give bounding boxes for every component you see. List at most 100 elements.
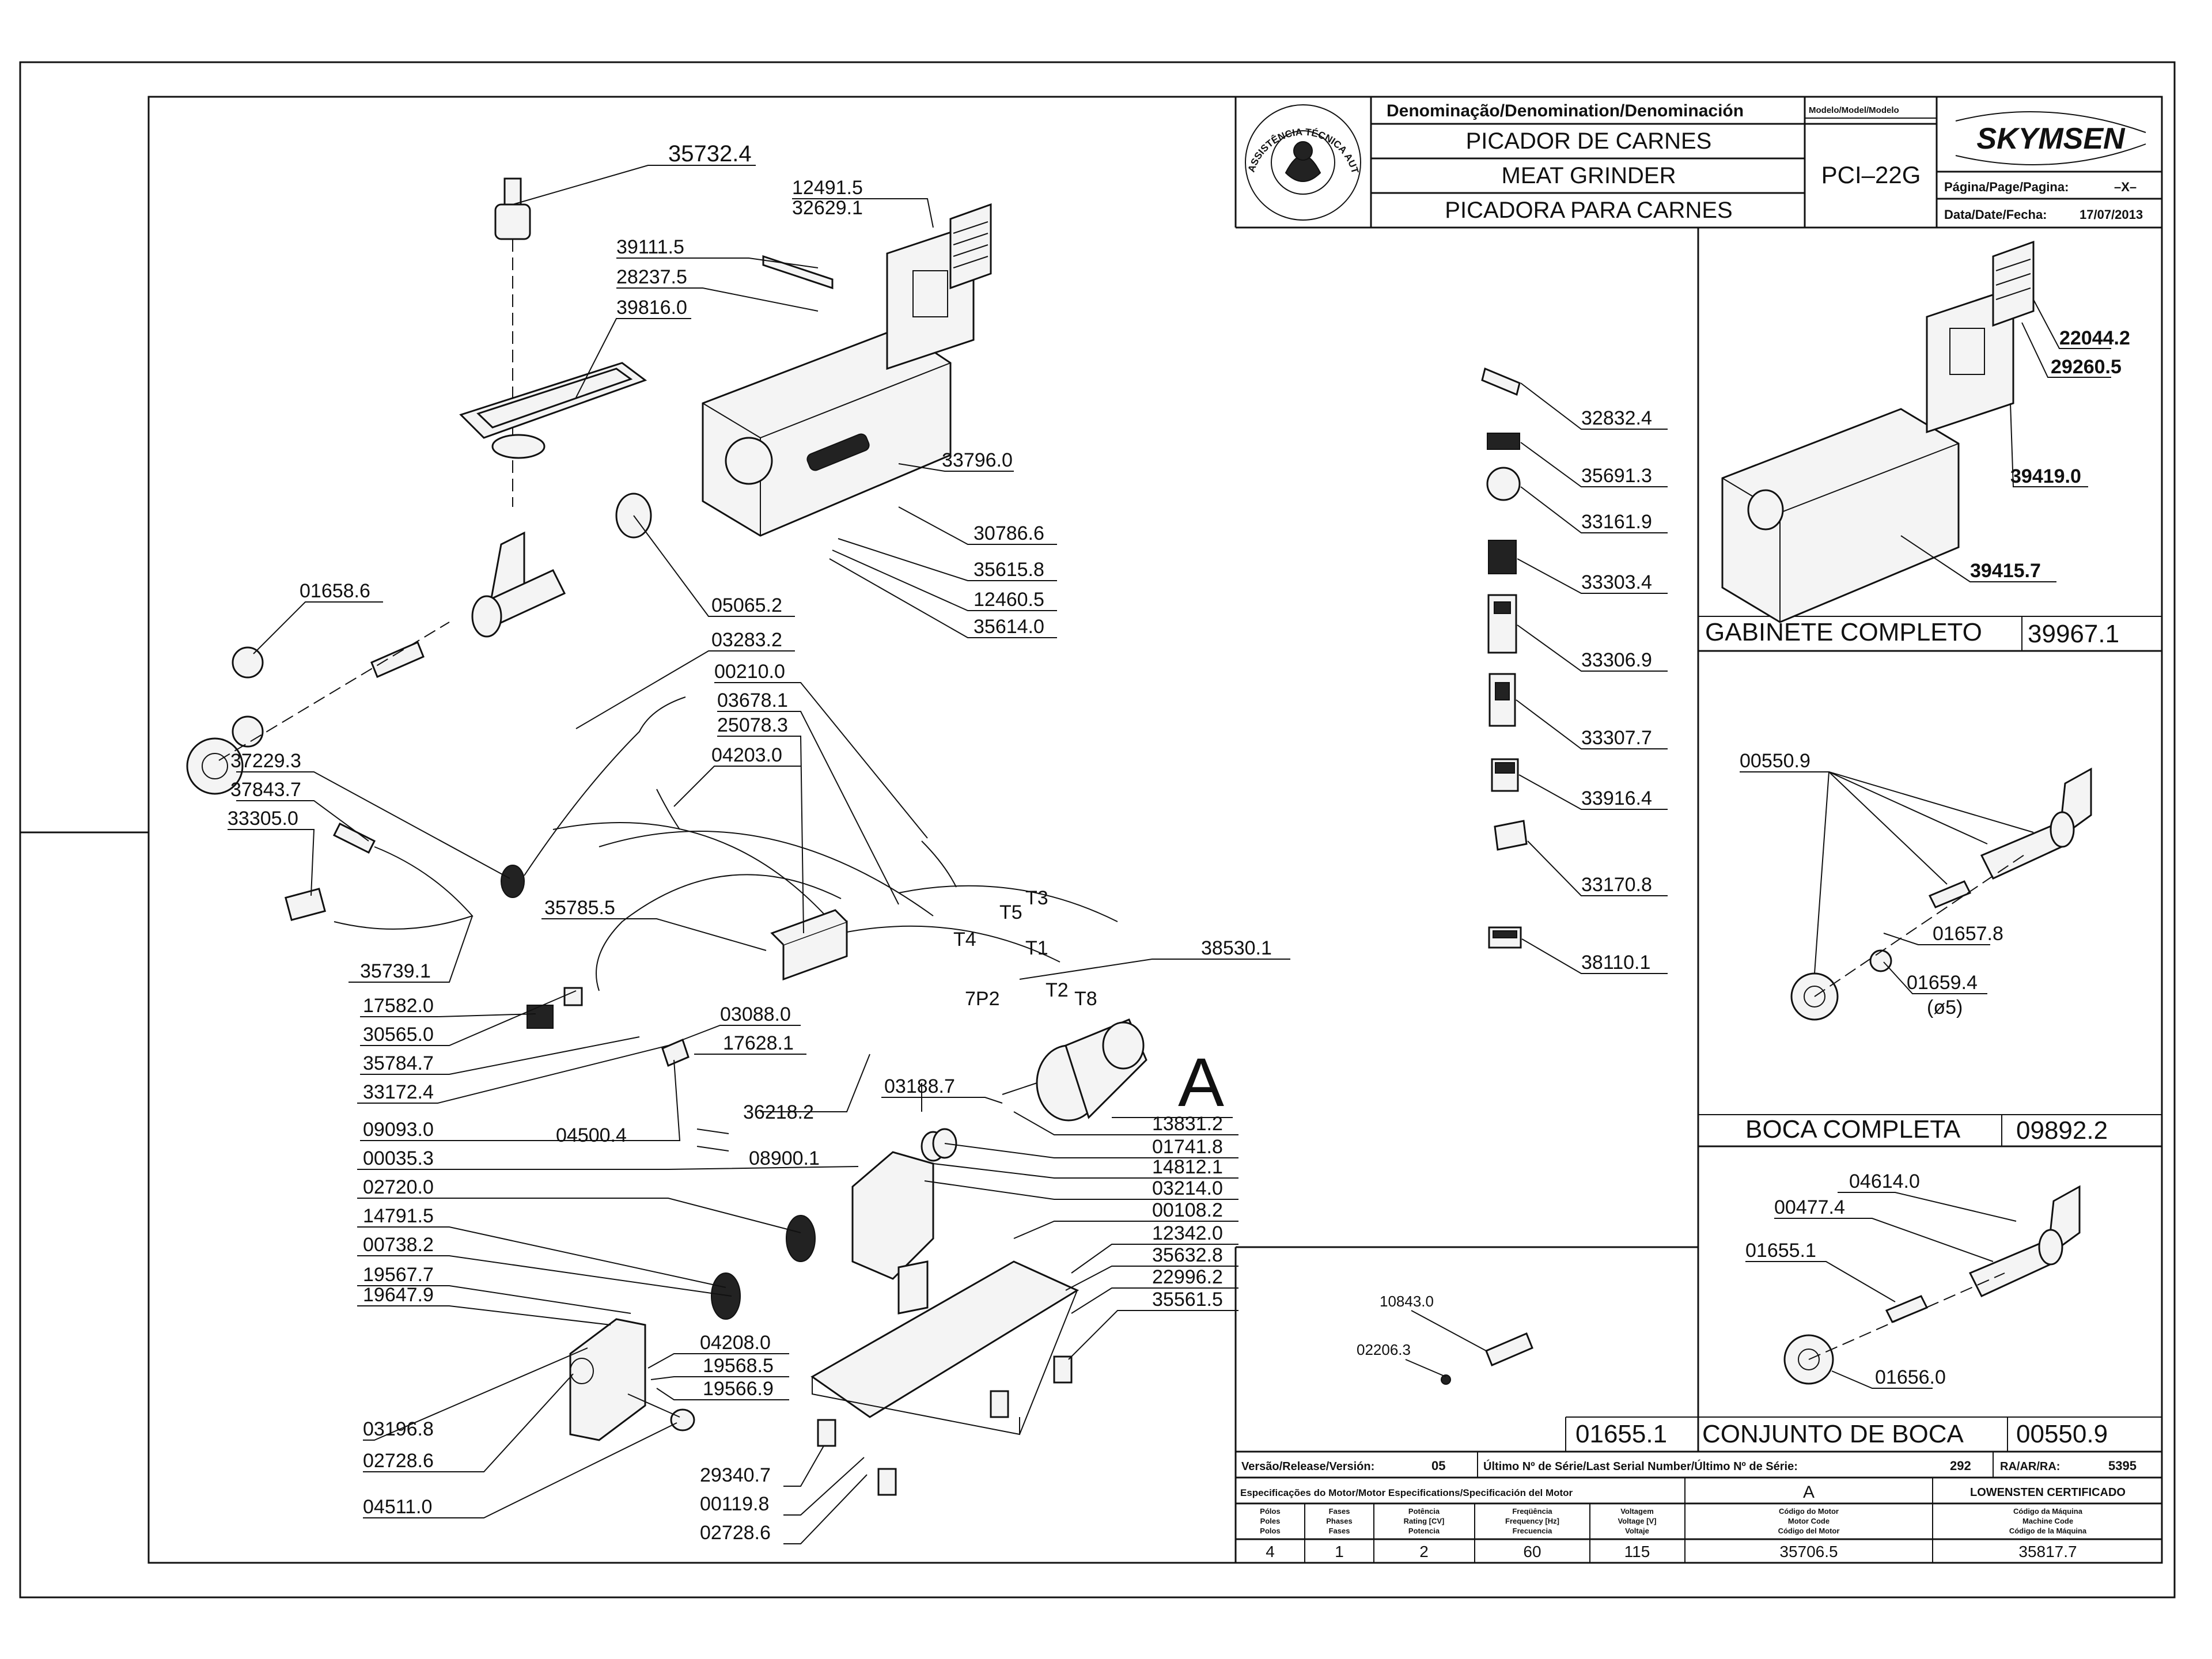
svg-text:02720.0: 02720.0	[363, 1176, 434, 1198]
plug-part	[332, 822, 376, 854]
title-block: ASSISTÊNCIA TÉCNICA AUTORIZADA Denominaç…	[0, 0, 2162, 229]
end-plate-part	[569, 1318, 646, 1441]
svg-text:39816.0: 39816.0	[616, 297, 687, 319]
svg-text:17582.0: 17582.0	[363, 995, 434, 1017]
svg-text:00035.3: 00035.3	[363, 1147, 434, 1169]
boca-title: BOCA COMPLETA	[1745, 1115, 1961, 1143]
motor-spec-title: Especificações do Motor/Motor Especifica…	[1240, 1487, 1573, 1498]
svg-text:Freqüência: Freqüência	[1512, 1507, 1552, 1516]
name-spanish: PICADORA PARA CARNES	[1445, 198, 1732, 223]
svg-text:35784.7: 35784.7	[363, 1052, 434, 1074]
svg-text:03214.0: 03214.0	[1152, 1177, 1223, 1199]
motor-spec-headers: Pólos Poles Polos Fases Phases Fases Pot…	[1260, 1507, 2087, 1535]
outer-frame	[19, 61, 2176, 1599]
svg-text:T1: T1	[1025, 937, 1048, 959]
svg-text:14791.5: 14791.5	[363, 1205, 434, 1227]
conjunto-de-boca-panel: 04614.0 00477.4 01655.1 01656.0 01655.1 …	[1575, 1171, 2108, 1448]
svg-text:32832.4: 32832.4	[1581, 407, 1652, 429]
boca-code: 09892.2	[2016, 1116, 2108, 1145]
name-portuguese: PICADOR DE CARNES	[1466, 128, 1712, 154]
svg-text:38110.1: 38110.1	[1581, 952, 1650, 974]
svg-text:35706.5: 35706.5	[1779, 1543, 1838, 1560]
vent-part	[949, 203, 992, 290]
svg-text:19566.9: 19566.9	[703, 1378, 774, 1400]
svg-text:02728.6: 02728.6	[700, 1522, 771, 1544]
svg-text:03196.8: 03196.8	[363, 1418, 434, 1440]
svg-text:00119.8: 00119.8	[700, 1493, 769, 1515]
skymsen-logo: SKYMSEN	[1955, 111, 2146, 165]
svg-text:39415.7: 39415.7	[1970, 560, 2041, 582]
page-label: Página/Page/Pagina:	[1944, 180, 2069, 194]
svg-text:00108.2: 00108.2	[1152, 1199, 1223, 1221]
svg-text:19647.9: 19647.9	[363, 1284, 434, 1306]
svg-text:04511.0: 04511.0	[363, 1496, 432, 1518]
svg-text:19567.7: 19567.7	[363, 1264, 434, 1286]
svg-text:Código de la Máquina: Código de la Máquina	[2009, 1527, 2087, 1535]
svg-text:35615.8: 35615.8	[974, 559, 1044, 581]
gabinete-code: 39967.1	[2028, 620, 2119, 648]
svg-text:33307.7: 33307.7	[1581, 727, 1652, 749]
motor-spec-table: Versão/Release/Versión: 05 Último Nº de …	[1236, 1450, 2162, 1563]
svg-text:33172.4: 33172.4	[363, 1081, 434, 1103]
svg-text:35817.7: 35817.7	[2018, 1543, 2077, 1560]
svg-text:Motor Code: Motor Code	[1788, 1517, 1830, 1525]
base-plate-part	[810, 1260, 1080, 1418]
foot-part	[1053, 1355, 1073, 1384]
svg-text:19568.5: 19568.5	[703, 1355, 774, 1377]
svg-text:Voltaje: Voltaje	[1625, 1527, 1649, 1535]
name-english: MEAT GRINDER	[1502, 163, 1676, 188]
conjunto-code-left: 01655.1	[1575, 1420, 1667, 1448]
svg-text:33170.8: 33170.8	[1581, 874, 1652, 896]
svg-text:09093.0: 09093.0	[363, 1119, 434, 1141]
svg-text:30786.6: 30786.6	[974, 522, 1044, 544]
denomination-header: Denominação/Denomination/Denominación	[1387, 101, 1744, 120]
svg-text:01741.8: 01741.8	[1152, 1136, 1223, 1158]
svg-text:Rating [CV]: Rating [CV]	[1404, 1517, 1445, 1525]
svg-text:10843.0: 10843.0	[1380, 1293, 1434, 1310]
serial-label: Último Nº de Série/Last Serial Number/Úl…	[1483, 1459, 1798, 1473]
inner-frame	[147, 96, 2163, 1564]
svg-text:08900.1: 08900.1	[749, 1147, 820, 1169]
svg-text:33305.0: 33305.0	[228, 808, 298, 830]
svg-text:04500.4: 04500.4	[556, 1124, 627, 1146]
svg-text:33161.9: 33161.9	[1581, 511, 1652, 533]
svg-text:13831.2: 13831.2	[1152, 1113, 1223, 1135]
svg-text:T4: T4	[953, 929, 976, 950]
power-cord	[334, 846, 474, 930]
svg-text:28237.5: 28237.5	[616, 266, 687, 288]
svg-text:33796.0: 33796.0	[942, 449, 1013, 471]
ra-value: 5395	[2108, 1459, 2137, 1473]
svg-text:39419.0: 39419.0	[2010, 465, 2081, 487]
svg-text:01656.0: 01656.0	[1875, 1366, 1946, 1388]
svg-text:01657.8: 01657.8	[1933, 923, 2003, 945]
version-label: Versão/Release/Versión:	[1241, 1460, 1374, 1473]
terminal-block-part	[782, 920, 848, 981]
svg-text:Código del Motor: Código del Motor	[1778, 1527, 1840, 1535]
main-part-labels: 35732.4 12491.5 32629.1 39111.5 28237.5 …	[228, 141, 1272, 1544]
svg-text:1: 1	[1335, 1543, 1344, 1560]
svg-text:60: 60	[1523, 1543, 1541, 1560]
conjunto-code: 00550.9	[2016, 1420, 2108, 1448]
svg-text:12342.0: 12342.0	[1152, 1222, 1223, 1244]
svg-text:02728.6: 02728.6	[363, 1450, 434, 1472]
svg-text:32629.1: 32629.1	[792, 197, 863, 219]
svg-text:36218.2: 36218.2	[743, 1101, 814, 1123]
motor-spec-values: 4 1 2 60 115 35706.5 35817.7	[1266, 1543, 2077, 1560]
svg-text:00550.9: 00550.9	[1740, 750, 1810, 772]
svg-text:00477.4: 00477.4	[1774, 1196, 1845, 1218]
motor-letter: A	[1803, 1483, 1815, 1502]
date-label: Data/Date/Fecha:	[1944, 207, 2047, 222]
svg-text:Polos: Polos	[1260, 1527, 1280, 1535]
svg-text:SKYMSEN: SKYMSEN	[1976, 122, 2126, 156]
svg-text:01655.1: 01655.1	[1745, 1240, 1816, 1262]
svg-text:12491.5: 12491.5	[792, 177, 863, 199]
model-header: Modelo/Model/Modelo	[1809, 105, 1899, 115]
svg-text:115: 115	[1624, 1543, 1650, 1560]
svg-text:05065.2: 05065.2	[711, 594, 782, 616]
conjunto-title: CONJUNTO DE BOCA	[1702, 1420, 1964, 1448]
motor-part	[1002, 1018, 1147, 1122]
svg-text:37843.7: 37843.7	[230, 779, 301, 801]
svg-text:01658.6: 01658.6	[300, 580, 370, 602]
svg-text:Voltage [V]: Voltage [V]	[1618, 1517, 1657, 1525]
